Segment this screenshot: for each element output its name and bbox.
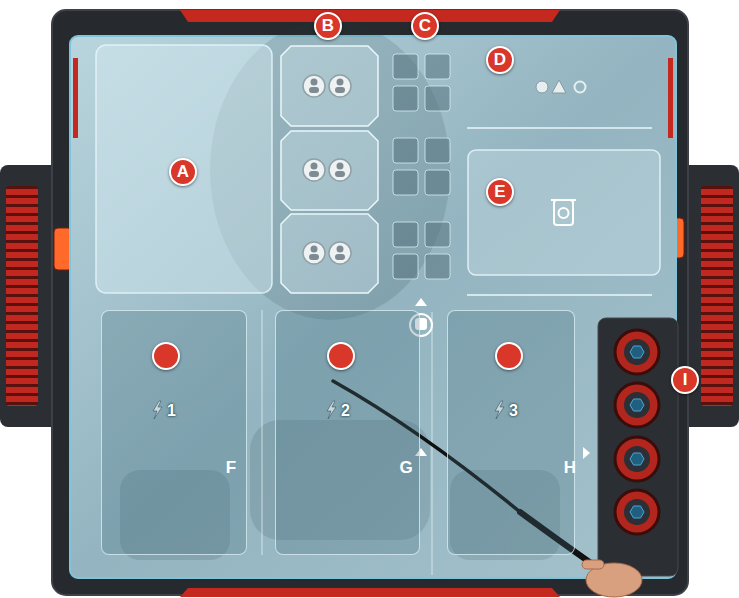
- callout-letter: F: [226, 458, 236, 478]
- divider-line: [467, 294, 652, 296]
- callout-badge: I: [671, 366, 699, 394]
- discard-area: [468, 150, 660, 275]
- divider-line: [262, 310, 263, 555]
- energy-number: 1: [167, 401, 176, 421]
- token-column: [598, 318, 678, 576]
- callout-letter: C: [419, 16, 431, 36]
- grille: [701, 186, 733, 406]
- callout-letter: I: [683, 370, 688, 390]
- divider-line: [467, 127, 652, 129]
- frame-red-bar: [180, 588, 560, 597]
- callout-letter: G: [399, 458, 412, 478]
- callout-badge: G: [327, 342, 355, 370]
- callout-letter: D: [494, 50, 506, 70]
- frame-red-bar: [180, 10, 560, 22]
- board-frame: [52, 10, 688, 595]
- callout-badge: E: [486, 178, 514, 206]
- energy-number: 2: [341, 401, 350, 421]
- card-slot: 1F: [101, 310, 247, 555]
- card-slot: 3H: [447, 310, 575, 555]
- callout-badge: C: [411, 12, 439, 40]
- callout-letter: E: [494, 182, 505, 202]
- callout-badge: A: [169, 158, 197, 186]
- callout-badge: D: [486, 46, 514, 74]
- callout-badge: H: [495, 342, 523, 370]
- token-grid: [393, 54, 450, 279]
- arrow-marker: [415, 298, 427, 306]
- recycle-icon: [551, 200, 576, 225]
- crew-icons: [303, 75, 351, 264]
- grille: [6, 186, 38, 406]
- panel-accent: [668, 58, 673, 138]
- callout-letter: A: [177, 162, 189, 182]
- callout-letter: H: [564, 458, 576, 478]
- panel-accent: [73, 58, 78, 138]
- card-slot: 2G: [275, 310, 420, 555]
- panel-a: [96, 45, 272, 293]
- damage-tokens: [615, 330, 659, 534]
- callout-letter: B: [322, 16, 334, 36]
- callout-badge: F: [152, 342, 180, 370]
- resource-icons: [536, 80, 586, 93]
- energy-number: 3: [509, 401, 518, 421]
- arrow-marker: [583, 447, 590, 459]
- callout-badge: B: [314, 12, 342, 40]
- crew-slots: [281, 46, 378, 293]
